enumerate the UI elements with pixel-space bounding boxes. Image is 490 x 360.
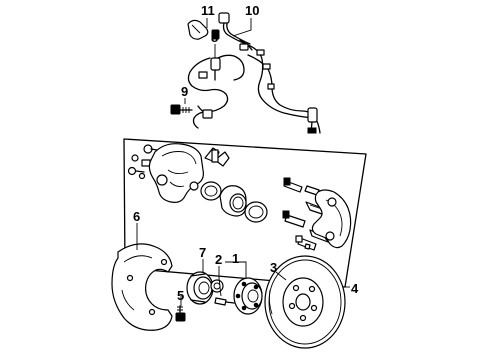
callout-3: 3 <box>270 260 277 275</box>
sensor-harness-part-8 <box>187 54 245 129</box>
callout-9: 9 <box>181 84 188 99</box>
caliper-parts <box>127 143 352 251</box>
callout-6: 6 <box>133 209 140 224</box>
clip-part-11 <box>187 19 220 40</box>
callout-8: 8 <box>211 30 218 45</box>
callout-labels: 11 10 8 9 6 7 1 2 3 4 5 <box>133 3 359 303</box>
callout-11: 11 <box>201 3 215 18</box>
callout-10: 10 <box>245 3 259 18</box>
callout-5: 5 <box>177 288 184 303</box>
wheel-stud-part-2 <box>214 297 235 306</box>
dust-shield-part-6 <box>111 243 173 331</box>
hub-part-1 <box>233 277 263 315</box>
hub-bearing-part-7 <box>186 271 224 305</box>
leader-lines <box>136 18 350 306</box>
bolt-part-9 <box>170 104 193 115</box>
callout-1: 1 <box>232 251 239 266</box>
bolt-part-5 <box>175 305 186 322</box>
callout-2: 2 <box>215 252 222 267</box>
abs-harness-group <box>170 12 321 134</box>
callout-4: 4 <box>351 281 359 296</box>
callout-7: 7 <box>199 245 206 260</box>
sensor-wire-part-10 <box>218 12 321 134</box>
